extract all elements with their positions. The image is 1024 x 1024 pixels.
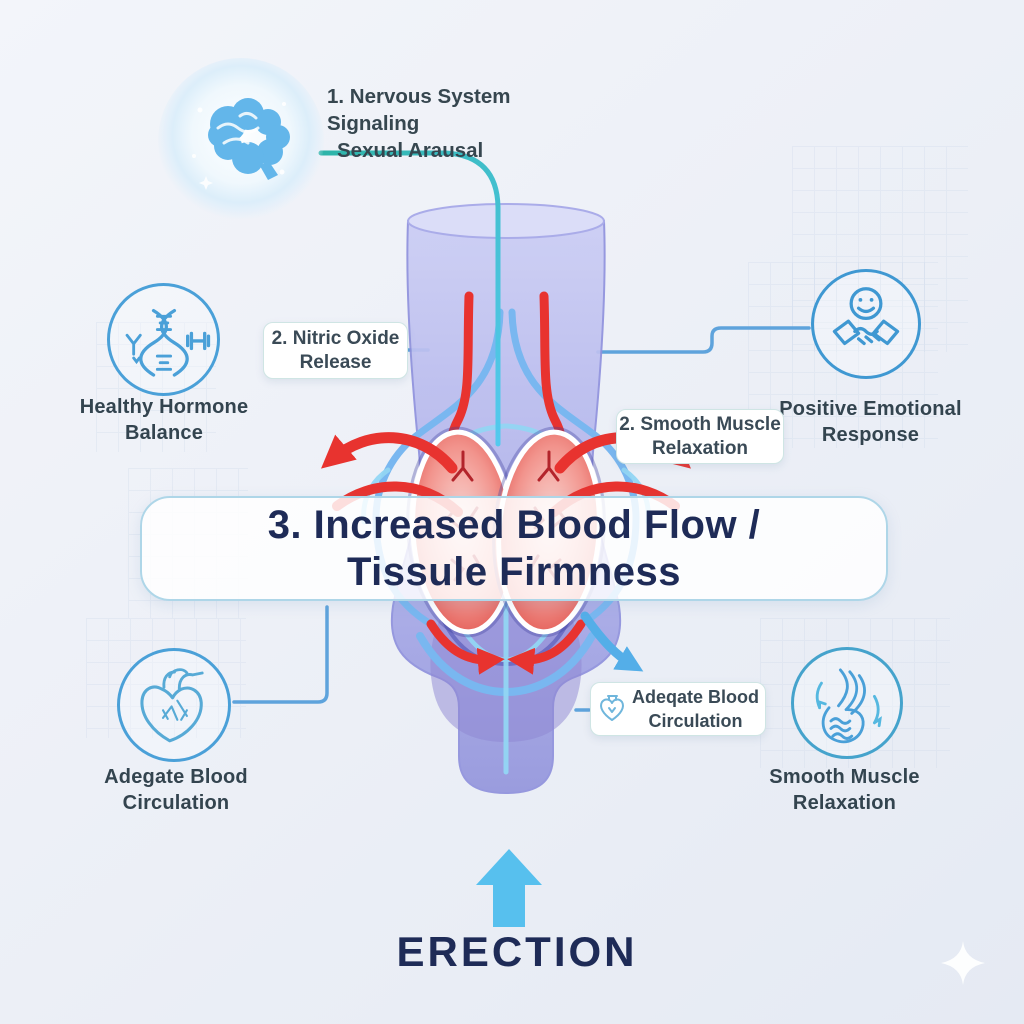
nervous-line2: Sexual Arausal	[337, 139, 484, 162]
banner-line1: 3. Increased Blood Flow /	[267, 502, 761, 547]
smooth-muscle-callout: 2. Smooth Muscle Relaxation	[616, 409, 784, 464]
emotion-caption-line1: Positive Emotional	[779, 398, 962, 420]
brain-icon	[192, 98, 290, 190]
circulation-caption-line2: Circulation	[122, 792, 230, 814]
emotion-caption-line2: Response	[821, 424, 920, 446]
hormone-caption-line2: Balance	[124, 422, 204, 444]
anatomical-heart-icon	[140, 668, 204, 743]
nervous-line1: 1. Nervous System Signaling	[327, 85, 511, 135]
muscle-tissue-icon	[815, 668, 882, 744]
emotional-response-node	[811, 269, 921, 379]
dna-icon	[125, 308, 211, 377]
blood-circulation-node	[117, 648, 231, 762]
venous-outflow-arrow	[580, 611, 644, 672]
heart-mini-icon	[600, 695, 624, 721]
connector-emotional-node	[596, 326, 811, 354]
muscle-relaxation-caption: Smooth Muscle Relaxation	[742, 764, 947, 816]
adequate-line2: Circulation	[648, 711, 743, 731]
muscle-caption-line2: Relaxation	[792, 792, 897, 814]
connector-heart-node	[232, 605, 329, 704]
hormone-caption-line1: Healthy Hormone	[79, 396, 249, 418]
adequate-blood-callout: Adeqate Blood Circulation	[590, 682, 766, 736]
body-top-ellipse	[407, 203, 605, 239]
erection-title: ERECTION	[396, 928, 638, 975]
banner-line2: Tissule Firmness	[346, 549, 682, 594]
nitric-line2: Release	[299, 351, 372, 373]
nitric-line1: 2. Nitric Oxide	[271, 327, 400, 349]
up-arrow-icon	[476, 849, 542, 927]
smiley-handshake-icon	[832, 287, 900, 346]
nervous-system-label: 1. Nervous System Signaling Sexual Araus…	[327, 83, 597, 164]
muscle-relaxation-node	[791, 647, 903, 759]
muscle-caption-line1: Smooth Muscle	[769, 766, 920, 788]
smooth-line2: Relaxation	[651, 437, 749, 459]
sparkle-icon	[941, 941, 985, 985]
increased-blood-flow-banner: 3. Increased Blood Flow / Tissule Firmne…	[140, 496, 888, 601]
blood-circulation-caption: Adegate Blood Circulation	[78, 764, 274, 816]
emotional-response-caption: Positive Emotional Response	[768, 396, 973, 448]
circulation-caption-line1: Adegate Blood	[104, 766, 248, 788]
nervous-system-node	[158, 58, 324, 224]
smooth-line1: 2. Smooth Muscle	[619, 413, 781, 435]
hormone-balance-caption: Healthy Hormone Balance	[68, 394, 260, 446]
hormone-balance-node	[107, 283, 220, 396]
adequate-line1: Adeqate Blood	[631, 687, 759, 707]
nitric-oxide-callout: 2. Nitric Oxide Release	[263, 322, 408, 379]
